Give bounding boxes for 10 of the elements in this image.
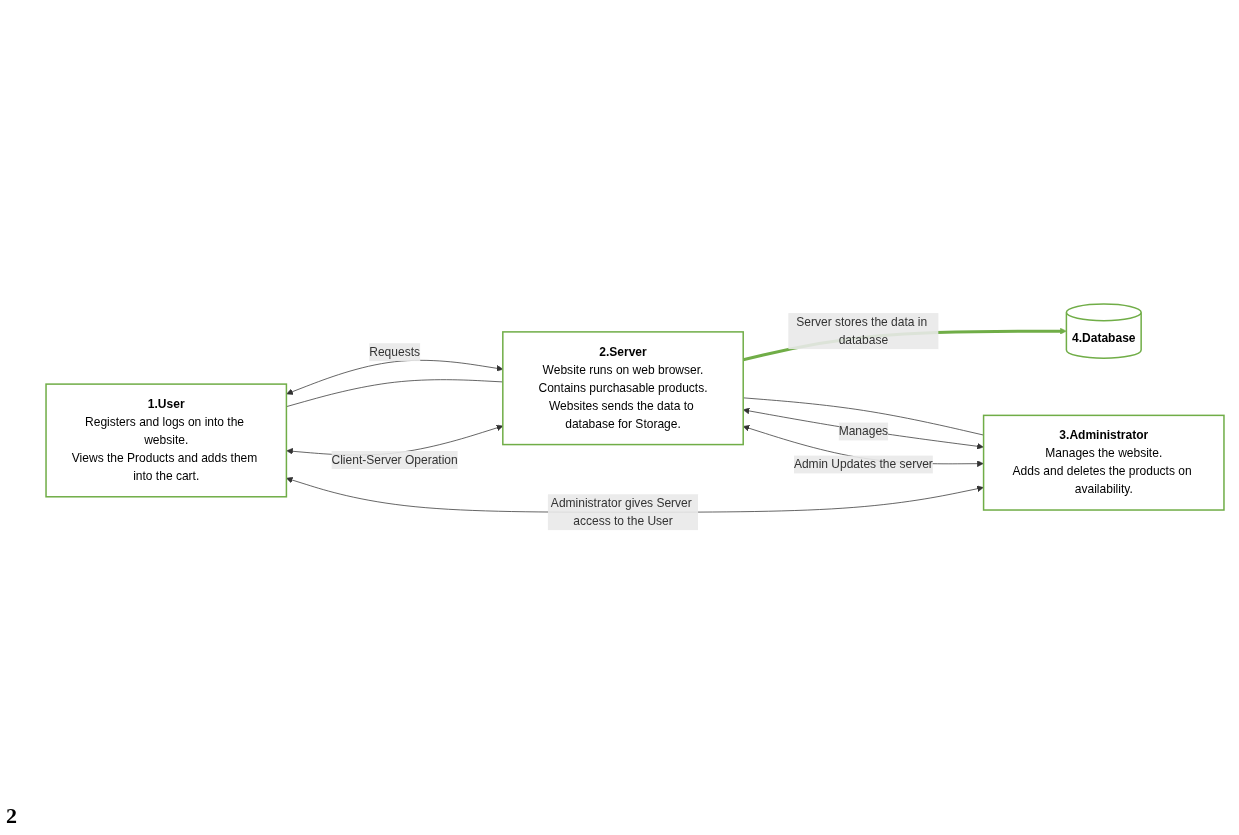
edge-label: Admin Updates the server [793, 458, 933, 471]
node-box: 2.Server Website runs on web browser. Contains purchasable products. Websites sends the data to database for Storage. [502, 331, 744, 446]
edge-label: Requests [369, 345, 420, 359]
edge-label: Manages [838, 425, 889, 438]
edge-label: Server stores the data in database [796, 315, 928, 347]
node-box: 3.Administrator Manages the website. Adds and deletes the products on availability. [982, 415, 1225, 512]
edge-label: Client-Server Operation [331, 453, 458, 467]
edge-label: Administrator gives Server access to the User [550, 496, 692, 528]
page-number: 2 [6, 803, 17, 828]
node-box: 1.User Registers and logs on into the website. Views the Products and adds them into the cart. [45, 383, 288, 498]
